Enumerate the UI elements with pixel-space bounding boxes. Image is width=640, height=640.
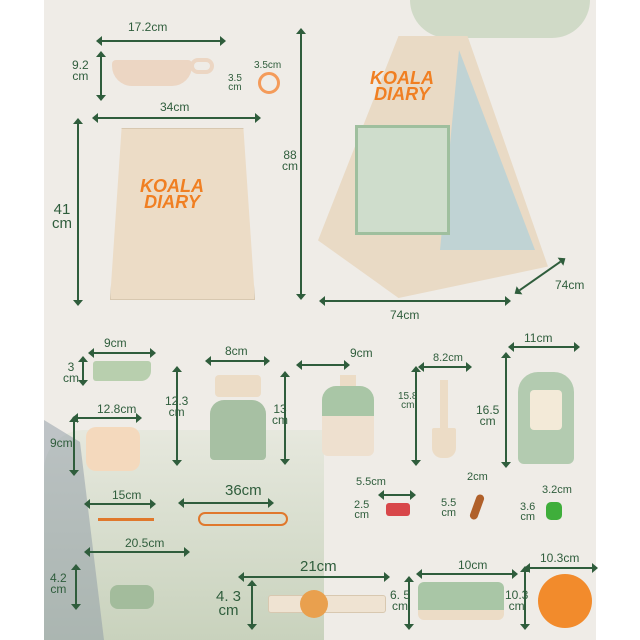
frisbee-arrow xyxy=(524,563,598,573)
long-strap-arrow xyxy=(178,498,274,508)
shovel-width: 8.2cm xyxy=(433,352,463,364)
multitool xyxy=(110,585,154,609)
lantern-height: 16.5 cm xyxy=(476,403,500,428)
whistle-height-arrow xyxy=(78,356,88,386)
binoculars-width: 10cm xyxy=(458,558,488,572)
canteen-width: 9cm xyxy=(350,346,373,360)
shovel-height-arrow xyxy=(411,366,421,466)
frisbee xyxy=(538,574,592,628)
bowl-width: 17.2cm xyxy=(128,20,168,34)
frisbee-height-arrow xyxy=(520,566,530,630)
tent-width: 74cm xyxy=(390,308,420,322)
pepper-height: 3.6 cm xyxy=(520,501,536,523)
drawstring-bag xyxy=(110,128,255,300)
canteen-width-arrow xyxy=(296,360,350,370)
stove-width: 8cm xyxy=(225,344,248,358)
canteen xyxy=(322,386,374,416)
shovel-width-arrow xyxy=(418,362,472,372)
ring-width: 3.5cm xyxy=(254,60,282,71)
bag-height: 41 cm xyxy=(52,201,72,232)
bowl-height-arrow xyxy=(96,51,106,101)
whistle xyxy=(93,361,151,381)
compass xyxy=(86,427,140,471)
toy-binoculars xyxy=(418,582,504,620)
multitool-width: 20.5cm xyxy=(125,536,165,550)
tent-depth: 74cm xyxy=(555,278,585,292)
stove-height-arrow xyxy=(172,366,182,466)
camping-stove xyxy=(210,400,266,460)
watch-height: 4. 3 cm xyxy=(216,588,242,619)
compass-height-arrow xyxy=(69,416,79,476)
tent-height: 88 cm xyxy=(282,148,298,173)
collapsible-bowl xyxy=(112,60,192,86)
meat-width-arrow xyxy=(378,490,416,500)
toy-pepper xyxy=(546,502,562,520)
lantern-height-arrow xyxy=(501,352,511,468)
short-strap xyxy=(98,518,154,521)
tent-height-arrow xyxy=(296,28,306,300)
ring xyxy=(258,72,280,94)
short-strap-width: 15cm xyxy=(112,488,142,502)
binoculars-height: 6. 5 cm xyxy=(390,588,411,613)
stove-top xyxy=(215,375,261,397)
shovel-blade xyxy=(432,428,456,458)
watch-height-arrow xyxy=(247,580,257,630)
shovel-height: 15.8 cm xyxy=(398,391,418,411)
bowl-height: 9.2 cm xyxy=(72,58,89,83)
bag-height-arrow xyxy=(73,118,83,306)
canteen-base xyxy=(322,416,374,456)
frisbee-width: 10.3cm xyxy=(540,551,580,565)
multitool-height: 4.2 cm xyxy=(50,571,67,596)
tent-door xyxy=(355,125,450,235)
whistle-width: 9cm xyxy=(104,336,127,350)
frisbee-height: 10.3 cm xyxy=(505,588,529,613)
toy-meat xyxy=(386,503,410,516)
bowl-clip xyxy=(190,58,214,74)
lantern-width-arrow xyxy=(508,342,580,352)
meat-height: 2.5 cm xyxy=(354,499,370,521)
lantern-glass xyxy=(530,390,562,430)
multitool-arrow xyxy=(84,547,190,557)
tent-width-arrow xyxy=(319,296,511,306)
canteen-height-arrow xyxy=(280,371,290,465)
sausage-height: 5.5 cm xyxy=(441,497,457,519)
binoculars-height-arrow xyxy=(404,576,414,630)
meat-width: 5.5cm xyxy=(356,476,386,488)
whistle-width-arrow xyxy=(88,348,156,358)
bag-width-arrow xyxy=(92,113,261,123)
compass-width-arrow xyxy=(72,413,142,423)
watch-width: 21cm xyxy=(300,558,337,575)
compass-width: 12.8cm xyxy=(97,402,137,416)
shovel xyxy=(440,380,448,430)
long-strap xyxy=(198,512,288,526)
bag-width: 34cm xyxy=(160,100,190,114)
watch-width-arrow xyxy=(238,572,390,582)
sausage-width: 2cm xyxy=(467,471,488,483)
lantern-width: 11cm xyxy=(524,331,553,345)
ring-height: 3.5 cm xyxy=(228,73,242,93)
pepper-width: 3.2cm xyxy=(542,484,572,496)
watch-face xyxy=(300,590,328,618)
stove-width-arrow xyxy=(205,356,270,366)
long-strap-width: 36cm xyxy=(225,482,262,499)
bowl-width-arrow xyxy=(96,36,226,46)
short-strap-arrow xyxy=(84,499,156,509)
whistle-height: 3 cm xyxy=(63,360,79,385)
compass-height: 9cm xyxy=(50,436,73,450)
multitool-height-arrow xyxy=(71,564,81,610)
binoculars-arrow xyxy=(416,569,518,579)
canteen-cap xyxy=(340,375,356,387)
background-blob xyxy=(410,0,590,38)
